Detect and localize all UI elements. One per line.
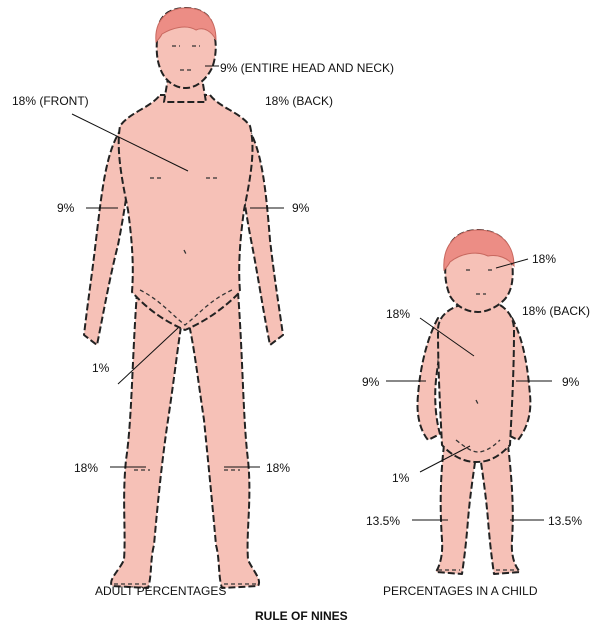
diagram-title: RULE OF NINES bbox=[255, 609, 348, 622]
child-figure: 18% 18% 18% (BACK) 9% 9% 1% 13.5% 13.5% … bbox=[362, 230, 590, 598]
child-label-leg-left: 13.5% bbox=[366, 514, 400, 528]
adult-label-front: 18% (FRONT) bbox=[12, 94, 89, 108]
child-label-head: 18% bbox=[532, 252, 556, 266]
adult-label-leg-left: 18% bbox=[74, 461, 98, 475]
child-label-leg-right: 13.5% bbox=[548, 514, 582, 528]
child-label-front: 18% bbox=[386, 307, 410, 321]
adult-figure: 9% (ENTIRE HEAD AND NECK) 18% (FRONT) 18… bbox=[12, 8, 394, 598]
adult-body bbox=[84, 8, 283, 588]
child-label-arm-right: 9% bbox=[562, 375, 580, 389]
child-label-genital: 1% bbox=[392, 471, 410, 485]
adult-label-arm-left: 9% bbox=[57, 201, 75, 215]
child-label-back: 18% (BACK) bbox=[522, 304, 590, 318]
adult-label-leg-right: 18% bbox=[266, 461, 290, 475]
adult-label-arm-right: 9% bbox=[292, 201, 310, 215]
child-label-arm-left: 9% bbox=[362, 375, 380, 389]
adult-label-back: 18% (BACK) bbox=[265, 94, 333, 108]
adult-label-head: 9% (ENTIRE HEAD AND NECK) bbox=[220, 61, 394, 75]
adult-label-genital: 1% bbox=[92, 361, 110, 375]
child-body bbox=[417, 230, 530, 574]
adult-caption: ADULT PERCENTAGES bbox=[95, 584, 226, 598]
child-caption: PERCENTAGES IN A CHILD bbox=[383, 584, 538, 598]
